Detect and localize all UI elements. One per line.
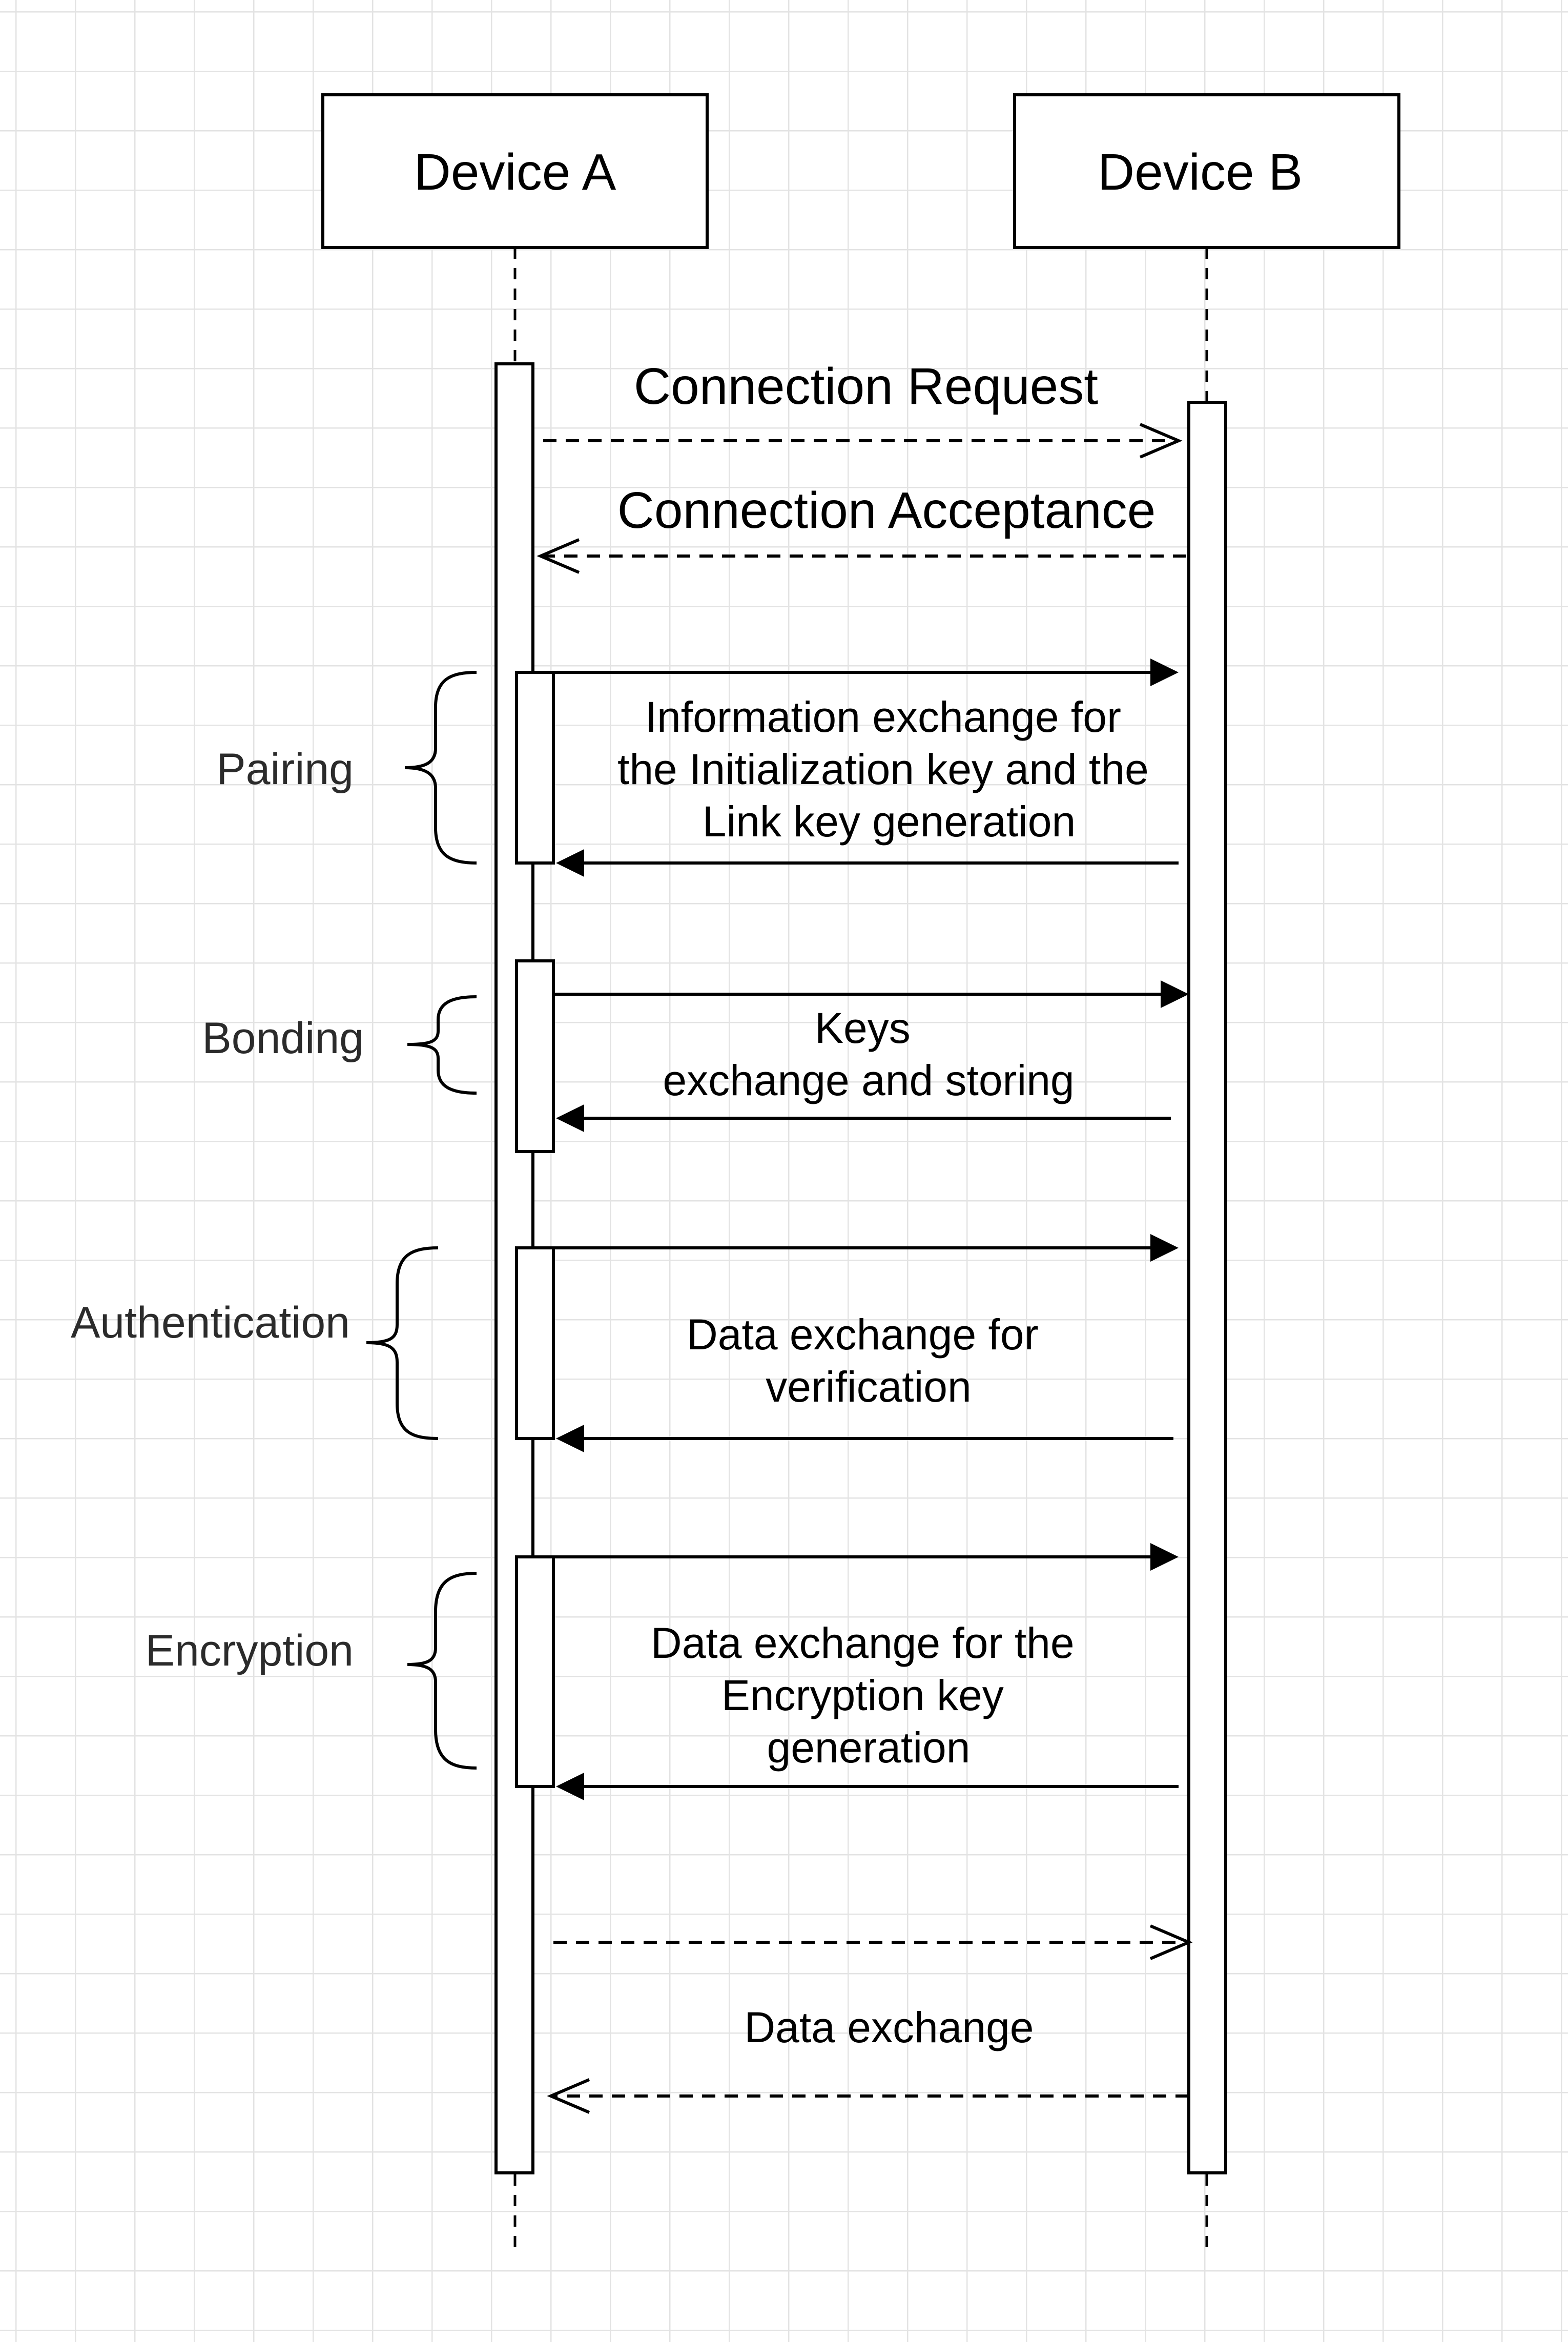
filled-arrowhead-icon	[1150, 659, 1179, 686]
phase-label-authentication: Authentication	[71, 1298, 350, 1347]
label-line: Information exchange for	[645, 693, 1121, 741]
label-data-exchange: Data exchange	[744, 2003, 1034, 2051]
actor-box-device-a	[321, 93, 709, 249]
phase-pairing: Pairing	[216, 671, 477, 865]
filled-arrowhead-icon	[556, 849, 584, 877]
label-line: Encryption key	[721, 1671, 1004, 1719]
filled-arrowhead-icon	[556, 1773, 584, 1800]
phase-bonding: Bonding	[202, 995, 477, 1095]
label-encryption-exchange: Data exchange for the Encryption key gen…	[651, 1619, 1086, 1772]
activation-bar-device-b	[1187, 401, 1227, 2174]
open-arrowhead-icon	[1149, 1924, 1193, 1960]
activation-authentication	[515, 1246, 555, 1440]
phase-label-pairing: Pairing	[216, 745, 354, 794]
label-connection-request: Connection Request	[634, 358, 1098, 415]
activation-encryption	[515, 1555, 555, 1788]
open-arrowhead-icon	[547, 2078, 590, 2114]
open-arrowhead-icon	[1139, 423, 1183, 459]
label-line: generation	[767, 1723, 971, 1772]
label-line: Data exchange for the	[651, 1619, 1075, 1667]
brace-icon	[407, 1572, 477, 1770]
brace-icon	[407, 995, 477, 1095]
actor-box-device-b	[1013, 93, 1400, 249]
phase-authentication: Authentication	[71, 1246, 439, 1440]
label-line: the Initialization key and the	[617, 745, 1149, 793]
filled-arrowhead-icon	[556, 1425, 584, 1452]
actor-device-b: Device B	[1013, 93, 1400, 249]
brace-icon	[366, 1246, 439, 1440]
label-line: exchange and storing	[663, 1056, 1074, 1104]
label-pairing-exchange: Information exchange for the Initializat…	[617, 693, 1161, 846]
filled-arrowhead-icon	[1161, 980, 1189, 1008]
label-bonding-exchange: Keys exchange and storing	[663, 1004, 1074, 1104]
label-connection-acceptance: Connection Acceptance	[617, 482, 1156, 539]
filled-arrowhead-icon	[1150, 1543, 1179, 1571]
label-line: Keys	[815, 1004, 911, 1052]
open-arrowhead-icon	[537, 538, 580, 574]
filled-arrowhead-icon	[1150, 1234, 1179, 1262]
phase-encryption: Encryption	[146, 1572, 477, 1770]
phase-label-bonding: Bonding	[202, 1014, 364, 1063]
phase-label-encryption: Encryption	[146, 1626, 354, 1675]
actor-device-a: Device A	[321, 93, 709, 249]
label-line: Data exchange for	[687, 1310, 1038, 1359]
label-line: verification	[766, 1363, 972, 1411]
label-authentication-exchange: Data exchange for verification	[687, 1310, 1050, 1411]
filled-arrowhead-icon	[556, 1104, 584, 1132]
activation-bonding	[515, 959, 555, 1153]
label-line: Link key generation	[703, 797, 1076, 846]
activation-pairing	[515, 671, 555, 865]
actor-label-device-a: Device A	[414, 143, 616, 201]
actor-label-device-b: Device B	[1098, 143, 1303, 201]
brace-icon	[404, 671, 477, 865]
